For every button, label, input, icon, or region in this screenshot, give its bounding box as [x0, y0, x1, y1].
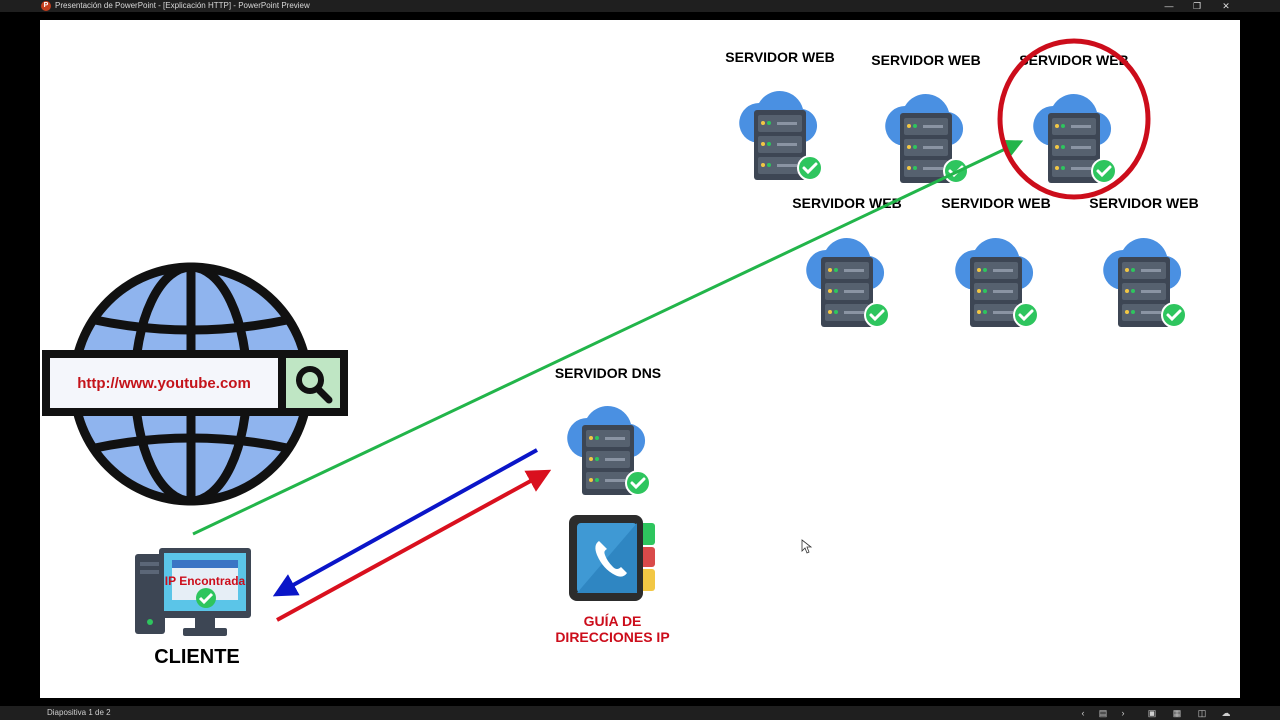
- web-server-label: SERVIDOR WEB: [1019, 52, 1129, 68]
- ip-found-text: IP Encontrada: [164, 574, 246, 588]
- reading-view-icon[interactable]: ◫: [1197, 708, 1207, 718]
- web-server-label: SERVIDOR WEB: [725, 49, 835, 65]
- minimize-icon[interactable]: —: [1164, 1, 1174, 11]
- ip-directory-label: GUÍA DE DIRECCIONES IP: [555, 613, 670, 646]
- web-server-icon: [951, 229, 1041, 334]
- web-server-label: SERVIDOR WEB: [871, 52, 981, 68]
- status-bar: Diapositiva 1 de 2 ‹ ▤ › ▣ ▦ ◫ ☁: [0, 706, 1280, 720]
- left-margin: [0, 12, 40, 698]
- url-text: http://www.youtube.com: [77, 375, 251, 392]
- presenter-icon[interactable]: ☁: [1221, 708, 1231, 718]
- dns-server-label: SERVIDOR DNS: [554, 365, 662, 381]
- normal-view-icon[interactable]: ▣: [1147, 708, 1157, 718]
- close-icon[interactable]: ✕: [1222, 1, 1230, 11]
- restore-icon[interactable]: ❐: [1192, 1, 1202, 11]
- web-server-icon: [802, 229, 892, 334]
- window-title: Presentación de PowerPoint - [Explicació…: [55, 1, 310, 10]
- slide-indicator: Diapositiva 1 de 2: [47, 708, 111, 717]
- right-margin: [1240, 12, 1280, 698]
- dns-server-icon: [563, 397, 653, 502]
- web-server-label: SERVIDOR WEB: [941, 195, 1051, 211]
- computer-icon: [135, 548, 251, 636]
- powerpoint-icon: P: [41, 1, 51, 11]
- phone-book-icon: [569, 515, 655, 601]
- previous-icon[interactable]: ‹: [1081, 708, 1085, 718]
- slide-sorter-icon[interactable]: ▦: [1172, 708, 1182, 718]
- client-label: CLIENTE: [154, 646, 240, 668]
- window-titlebar: P Presentación de PowerPoint - [Explicac…: [0, 0, 1280, 12]
- web-server-icon: [1099, 229, 1189, 334]
- notes-icon[interactable]: ▤: [1098, 708, 1108, 718]
- slide-canvas: SERVIDOR WEB SERVIDOR WEB SERVIDOR WEB S…: [40, 20, 1240, 698]
- web-server-icon: [1029, 85, 1119, 190]
- web-server-label: SERVIDOR WEB: [1089, 195, 1199, 211]
- web-server-icon: [735, 82, 825, 187]
- web-server-label: SERVIDOR WEB: [792, 195, 902, 211]
- web-server-icon: [881, 85, 971, 190]
- next-icon[interactable]: ›: [1121, 708, 1125, 718]
- mouse-cursor-icon: [801, 539, 813, 554]
